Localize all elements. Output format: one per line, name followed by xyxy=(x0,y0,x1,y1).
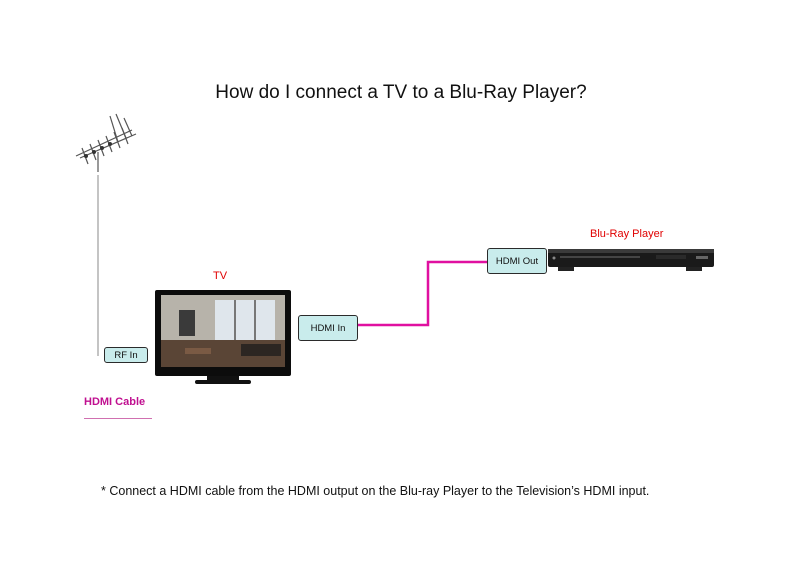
tv-icon xyxy=(155,290,291,384)
hdmi-in-label: HDMI In xyxy=(310,322,346,334)
legend-line xyxy=(84,418,152,419)
hdmi-out-port: HDMI Out xyxy=(487,248,547,274)
footnote: * Connect a HDMI cable from the HDMI out… xyxy=(101,484,650,498)
diagram-title: How do I connect a TV to a Blu-Ray Playe… xyxy=(215,82,587,103)
rf-in-label: RF In xyxy=(114,349,138,361)
bluray-label: Blu-Ray Player xyxy=(590,228,664,240)
hdmi-out-label: HDMI Out xyxy=(495,255,539,267)
legend-hdmi-cable: HDMI Cable xyxy=(84,396,146,408)
hdmi-cable xyxy=(358,260,487,327)
antenna-icon xyxy=(75,113,137,172)
hdmi-in-port: HDMI In xyxy=(298,315,358,341)
tv-label: TV xyxy=(213,270,228,282)
bluray-player-icon xyxy=(548,249,714,271)
rf-in-port: RF In xyxy=(104,347,148,363)
